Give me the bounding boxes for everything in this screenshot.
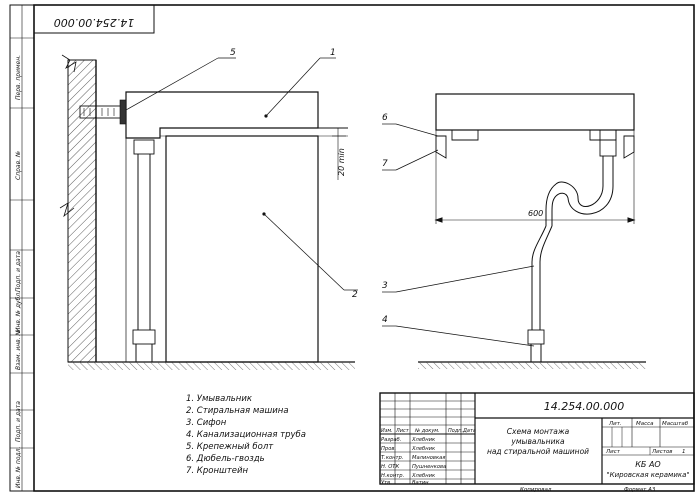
- sheets-label: Листов: [651, 449, 673, 455]
- legend-item: 1. Умывальник: [186, 394, 253, 404]
- role-label: Н. ОТК: [381, 464, 399, 470]
- leader-label-4: 4: [382, 315, 388, 325]
- side-cell-label: Инв. № дубл.: [15, 291, 22, 332]
- role-label: Н.контр.: [381, 473, 404, 479]
- side-cell-label: Справ. №: [15, 151, 22, 180]
- format-label: Формат А3: [624, 487, 656, 493]
- title-block-code: 14.254.00.000: [544, 400, 624, 413]
- title-block-headers: Изм. Лист № докум. Подп. Дата: [381, 428, 476, 434]
- title-line-2: умывальника: [510, 437, 565, 446]
- role-name: Хлебник: [411, 446, 436, 452]
- sheets-value: 1: [682, 449, 686, 455]
- legend-item: 2. Стиральная машина: [186, 406, 289, 416]
- leader-lines-left: [125, 57, 358, 291]
- dimension-width-label: 600: [528, 209, 543, 218]
- side-cell-label: Подп. и дата: [15, 401, 22, 442]
- role-label: Утв.: [381, 480, 392, 486]
- role-name: Хлебник: [411, 473, 436, 479]
- parts-legend: 1. Умывальник 2. Стиральная машина 3. Си…: [186, 394, 306, 476]
- masshtab-label: Масштаб: [662, 421, 689, 427]
- role-label: Пров.: [381, 446, 396, 452]
- drawing-frame: [9, 4, 695, 492]
- side-cell-label: Инв. № подл.: [15, 447, 22, 488]
- header-date: Дата: [462, 428, 476, 434]
- lit-label: Лит.: [608, 421, 622, 427]
- signature-rows: Разраб. Хлебник Пров. Хлебник Т.контр. М…: [381, 437, 446, 486]
- leader-label-3: 3: [382, 281, 388, 291]
- legend-item: 5. Крепежный болт: [186, 442, 274, 452]
- header-list: Лист: [395, 428, 410, 434]
- role-name: Ватин: [412, 480, 429, 486]
- top-drawing-code: 14.254.00.000: [54, 16, 134, 29]
- side-cell-label: Подп. и дата: [15, 251, 22, 292]
- legend-item: 4. Канализационная труба: [186, 430, 306, 440]
- leader-lines-right: [382, 123, 535, 347]
- role-name: Пушненкова: [412, 464, 446, 470]
- legend-item: 6. Дюбель-гвоздь: [186, 454, 265, 464]
- legend-item: 7. Кронштейн: [186, 466, 248, 476]
- title-block-info: Лит. Масса Масштаб Лист Листов 1: [605, 421, 689, 455]
- massa-label: Масса: [636, 421, 654, 427]
- side-strip-labels: Перв. примен. Справ. № Подп. и дата Инв.…: [15, 55, 22, 488]
- role-label: Т.контр.: [381, 455, 403, 461]
- leader-label-5: 5: [230, 48, 236, 58]
- header-doc: № докум.: [414, 428, 440, 434]
- leader-label-7: 7: [382, 159, 388, 169]
- side-cell-label: Взам. инв. №: [15, 329, 22, 370]
- organization-line-2: "Кировская керамика": [606, 471, 689, 479]
- header-izm: Изм.: [381, 428, 393, 434]
- title-block: [379, 392, 695, 485]
- organization-line-1: КБ АО: [635, 460, 660, 469]
- copied-label: Копировал: [520, 487, 552, 493]
- leader-label-2: 2: [352, 290, 358, 300]
- legend-item: 3. Сифон: [186, 418, 227, 428]
- title-line-1: Схема монтажа: [507, 427, 570, 436]
- role-name: Малиновкая: [412, 455, 445, 461]
- sheet-label: Лист: [605, 449, 621, 455]
- side-cell-label: Перв. примен.: [15, 55, 22, 100]
- header-sign: Подп.: [448, 428, 463, 434]
- dimension-gap-label: 20 min: [337, 148, 346, 176]
- role-label: Разраб.: [381, 437, 401, 443]
- leader-label-6: 6: [382, 113, 388, 123]
- role-name: Хлебник: [411, 437, 436, 443]
- leader-label-1: 1: [330, 48, 336, 58]
- right-view: [418, 93, 646, 369]
- left-view: [59, 54, 355, 370]
- title-line-3: над стиральной машиной: [487, 447, 589, 456]
